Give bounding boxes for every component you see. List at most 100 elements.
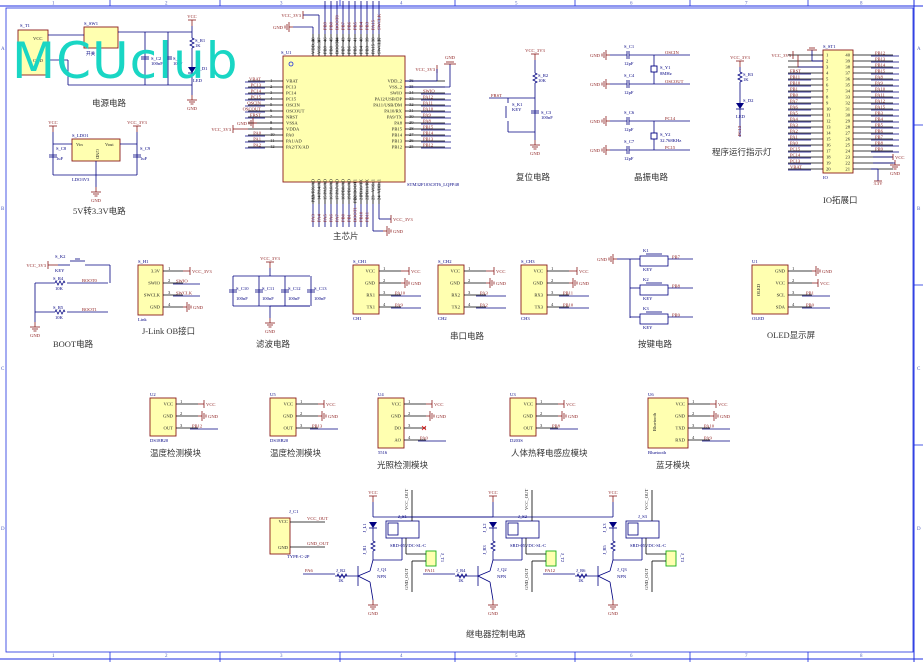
pin-number: 1 [551,266,554,271]
label: BOOT1 [82,307,98,312]
key-switch [639,284,669,296]
pin-number: 28 [409,126,414,131]
gnd-label: GND [445,55,456,60]
label: DS18B20 [150,438,169,443]
power-label: VCC [488,490,497,495]
zone-side: D [1,527,5,532]
led-triangle [369,522,377,528]
title-crystal: 晶振电路 [634,172,669,182]
title-uart: 串口电路 [450,331,485,341]
jlink-connector [137,264,164,316]
net-label: SWIO [423,89,435,94]
title-mcu: 主芯片 [333,231,359,241]
gnd-label: GND [208,414,219,419]
power-port: VCC [488,490,498,502]
type-c-body [269,517,291,555]
label: DS18B20 [270,438,289,443]
pin-number: 22 [845,161,850,166]
net-label: PB4 [359,21,364,30]
pin-number: 24 [377,195,382,200]
label: 8MHz [660,71,672,76]
module-body [509,397,537,437]
gnd-symbol: GND [590,116,610,126]
pin-number: 14 [317,195,322,200]
pin-number: 15 [323,195,328,200]
net-label: PC15 [665,145,676,150]
pin-name: GND [150,305,161,310]
pin-number: 2 [692,411,695,416]
pin-number: 2 [300,411,303,416]
net-label: PB15 [875,69,886,74]
capacitor [626,146,630,154]
led-triangle [188,67,196,73]
gnd-label: GND [193,305,204,310]
net-label: PA6 [305,568,313,573]
net-label: PB1 [790,87,799,92]
gnd-symbol: GND [890,160,901,176]
pin-number: 3 [792,290,795,295]
gnd-label: GND [590,82,601,87]
label: 1uF [56,156,64,161]
pin-number: 2 [551,278,554,283]
relay-body [505,520,540,539]
label: 1K [743,77,749,82]
pin-number: 4 [168,302,171,307]
pin-name: PB8 [329,45,334,54]
label: S_D1 [197,66,208,71]
led-diode [736,103,744,110]
power-port: VCC_3V3 [525,48,546,60]
pin-name: OUT [284,426,294,431]
pin-name: PA1/AD [286,139,302,144]
pin-name: VCC [392,402,401,407]
uart-header [437,264,465,315]
net-label: PA9 [875,81,883,86]
pin-number: 3 [468,290,471,295]
zone-top: 3 [280,2,283,7]
label: S_R5 [53,305,64,310]
capacitor [281,289,289,293]
net-label: PA8 [423,119,431,124]
pin-number: 32 [845,101,850,106]
power-label: VCC [434,402,443,407]
net-label: VCC_OUT [524,489,529,510]
module-body [647,397,689,449]
label: 12pF [624,156,634,161]
net-label: PC15 [251,95,262,100]
net-label: PB1 [347,213,352,222]
pin-number: 21 [359,195,364,200]
pin-number: 17 [335,195,340,200]
resistor [737,71,743,83]
pin-name: VCC [366,269,375,274]
label: S_C11 [262,286,275,291]
pin-name: GND [523,414,534,419]
label: S_CH1 [353,259,367,264]
power-port: VCC [493,267,505,275]
gnd-symbol: GND [558,411,579,421]
power-label: VCC [326,402,335,407]
pin-name: PA10/RX [384,109,402,114]
led-diode [609,522,617,529]
terminal-block [425,550,437,567]
pin-number: 4 [551,302,554,307]
power-label: VCC_3V3 [281,13,301,18]
wire [609,581,614,601]
label: 12pF [624,90,634,95]
label: 10K [538,78,547,83]
pin-name: PA3/RX/AD [311,178,316,202]
net-label: PA10 [395,291,406,296]
net-label: PB11 [790,75,801,80]
pin-number: 9 [826,101,829,106]
label: NPN [377,574,387,579]
pin-number: 1 [270,78,273,83]
label: J_Q2 [497,567,507,572]
net-label: PA0 [420,436,428,441]
net-label: PC15 [790,147,801,152]
